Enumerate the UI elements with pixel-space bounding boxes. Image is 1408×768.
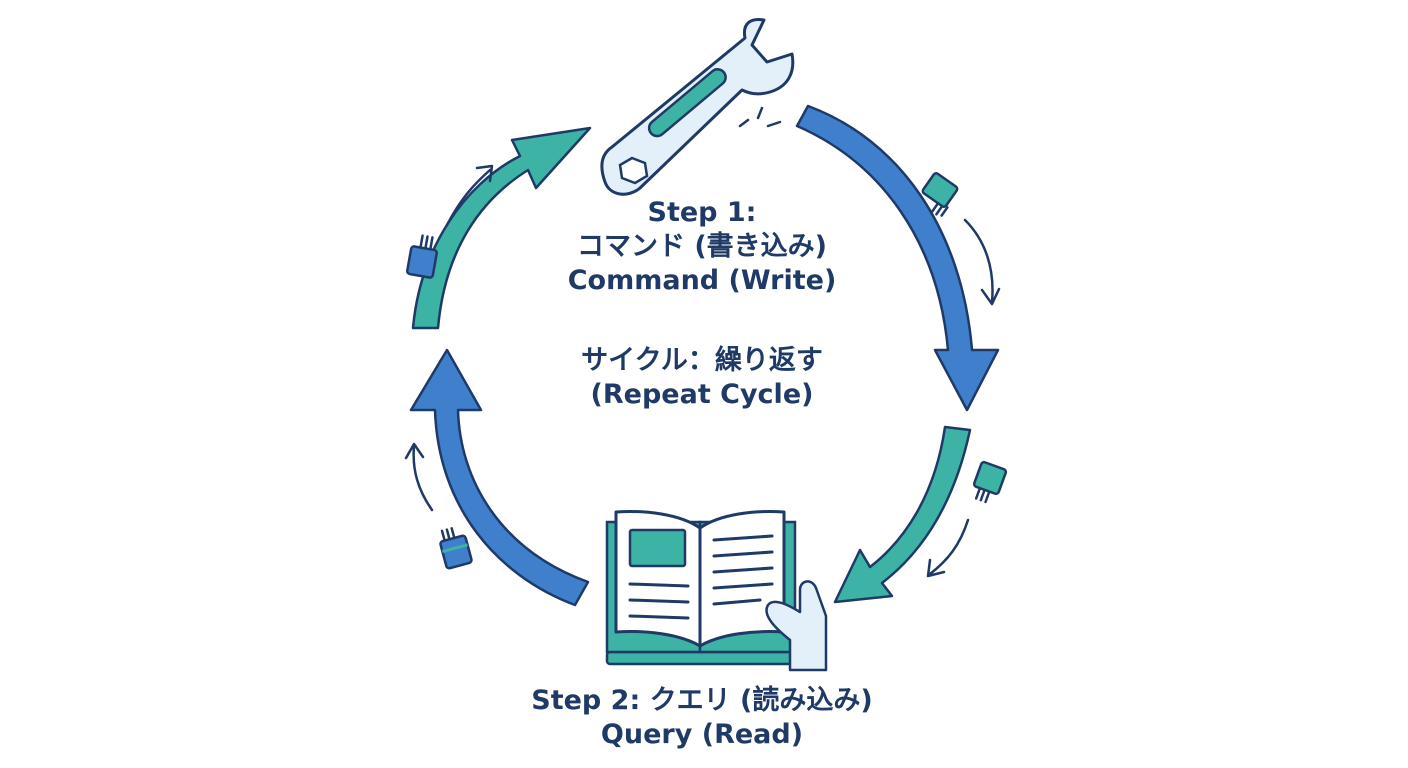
small-arrow-upper-right bbox=[963, 218, 1001, 306]
small-arrow-lower-right bbox=[926, 518, 970, 578]
small-arrow-lower-left bbox=[404, 442, 434, 512]
data-packet-icon bbox=[405, 234, 439, 279]
book-icon bbox=[605, 510, 797, 666]
step2-title: Step 2: クエリ (読み込み) bbox=[531, 685, 873, 716]
arrow-top-left bbox=[411, 126, 592, 330]
hand-icon bbox=[765, 580, 828, 672]
arrow-top-right bbox=[795, 104, 1000, 412]
data-packet-icon bbox=[439, 527, 473, 570]
small-arrow-upper-left bbox=[445, 164, 494, 227]
cycle-label: サイクル：繰り返す (Repeat Cycle) bbox=[581, 344, 823, 412]
step1-label: Step 1: コマンド (書き込み) Command (Write) bbox=[568, 196, 837, 297]
cycle-japanese: サイクル：繰り返す bbox=[581, 345, 823, 376]
data-packet-icon bbox=[921, 172, 959, 217]
data-packet-icon bbox=[972, 460, 1008, 504]
step1-title: Step 1: bbox=[647, 197, 757, 228]
step2-english: Query (Read) bbox=[600, 718, 804, 750]
step2-label: Step 2: クエリ (読み込み) Query (Read) bbox=[531, 684, 872, 752]
step1-english: Command (Write) bbox=[567, 264, 837, 296]
cycle-english: (Repeat Cycle) bbox=[590, 378, 814, 410]
arrow-bottom-left bbox=[409, 348, 590, 607]
step1-japanese: コマンド (書き込み) bbox=[576, 230, 828, 262]
wrench-icon bbox=[600, 18, 795, 196]
arrow-bottom-right bbox=[833, 425, 972, 604]
